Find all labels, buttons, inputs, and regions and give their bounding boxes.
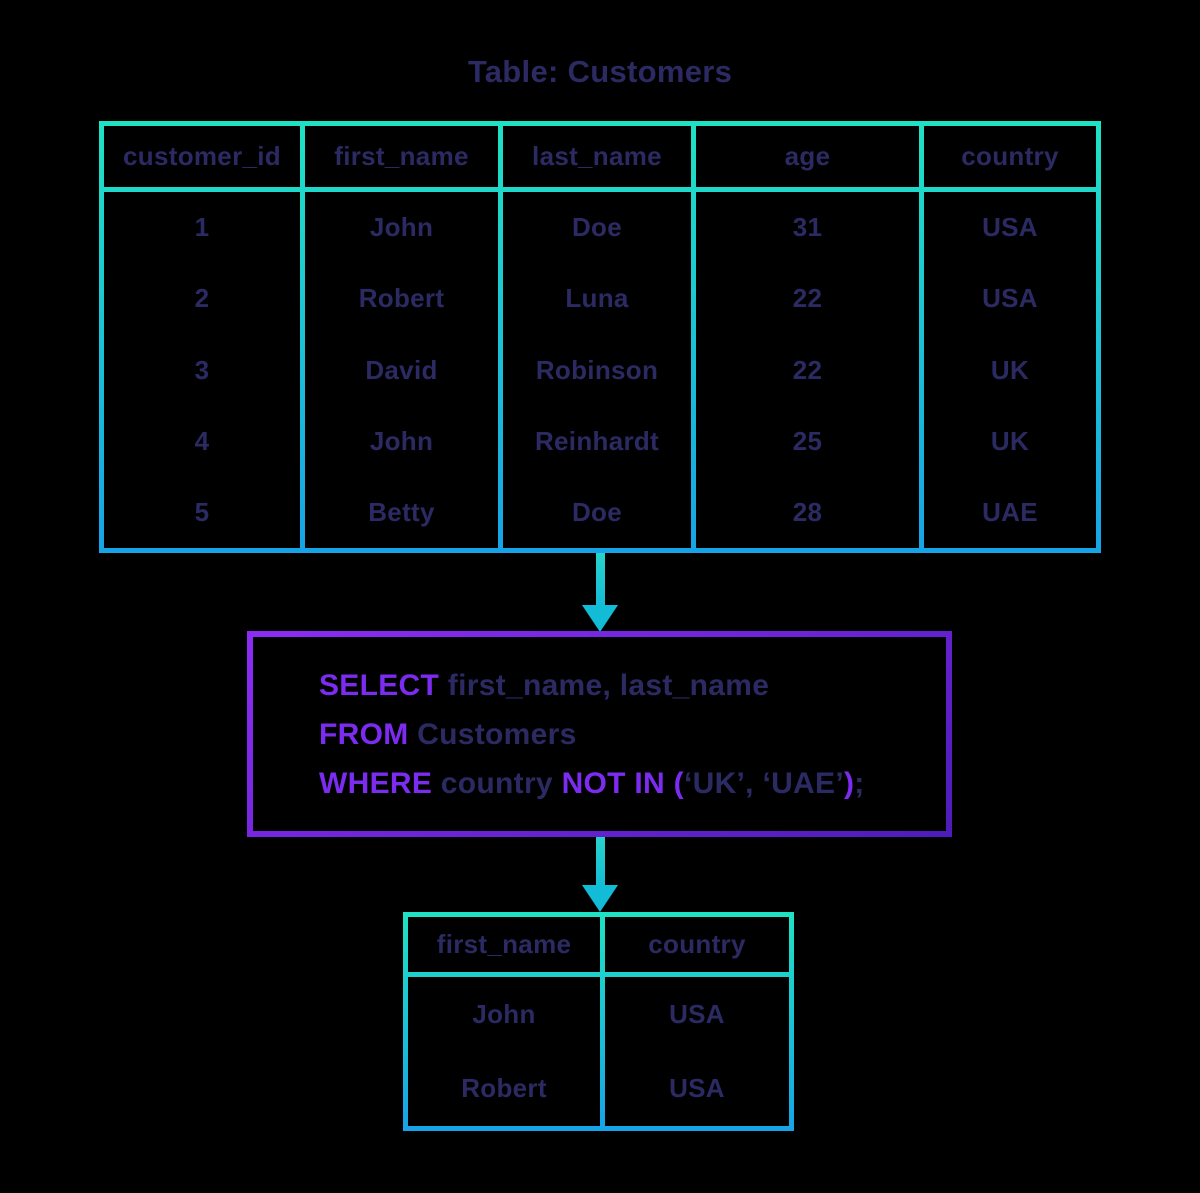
down-arrow-icon (596, 553, 605, 607)
column-age: 31 22 22 25 28 (696, 192, 919, 548)
sql-query-box: SELECT first_name, last_name FROM Custom… (247, 631, 952, 837)
table-cell: UK (990, 354, 1030, 385)
column-header-age: age (696, 126, 919, 187)
column-last-name: Doe Luna Robinson Reinhardt Doe (503, 192, 691, 548)
sql-line-from: FROM Customers (319, 710, 936, 759)
column-first-name: John Robert David John Betty (305, 192, 498, 548)
table-cell: USA (982, 283, 1038, 314)
table-cell: UAE (982, 496, 1038, 527)
down-arrow-icon (582, 885, 618, 912)
table-cell: 1 (194, 212, 210, 243)
table-cell: Robert (461, 1073, 547, 1104)
table-cell: 3 (194, 354, 210, 385)
table-cell: 25 (792, 425, 823, 456)
table-cell: Luna (565, 283, 629, 314)
table-cell: Doe (571, 212, 623, 243)
sql-keyword-from: FROM (319, 718, 409, 751)
sql-from-table: Customers (408, 718, 577, 751)
table-cell: 22 (792, 354, 823, 385)
table-cell: 2 (194, 283, 210, 314)
sql-semicolon: ; (854, 767, 865, 800)
sql-keyword-not-in: NOT IN (561, 767, 666, 800)
table-cell: UK (990, 425, 1030, 456)
table-cell: 22 (792, 283, 823, 314)
sql-in-values: ‘UK’, ‘UAE’ (683, 767, 844, 800)
table-cell: Doe (571, 496, 623, 527)
table-cell: John (369, 212, 434, 243)
column-header-first-name: first_name (305, 126, 498, 187)
down-arrow-icon (596, 837, 605, 887)
page-title: Table: Customers (467, 54, 733, 89)
table-cell: 31 (792, 212, 823, 243)
column-country: USA USA UK UK UAE (924, 192, 1096, 548)
sql-open-paren: ( (665, 767, 684, 800)
sql-close-paren: ) (843, 767, 855, 800)
table-cell: 5 (194, 496, 210, 527)
column-header-country: country (605, 917, 789, 972)
table-cell: Betty (368, 496, 435, 527)
sql-line-where: WHERE country NOT IN (‘UK’, ‘UAE’); (319, 759, 936, 808)
table-cell: David (365, 354, 438, 385)
table-cell: Reinhardt (534, 425, 660, 456)
sql-select-columns: first_name, last_name (439, 669, 770, 702)
column-customer-id: 1 2 3 4 5 (104, 192, 300, 548)
column-header-first-name: first_name (408, 917, 600, 972)
table-cell: USA (982, 212, 1038, 243)
column-header-last-name: last_name (503, 126, 691, 187)
sql-where-column: country (432, 767, 562, 800)
table-cell: John (369, 425, 434, 456)
table-cell: 4 (194, 425, 210, 456)
result-column-first-name: John Robert (408, 977, 600, 1126)
table-cell: Robert (358, 283, 445, 314)
sql-keyword-where: WHERE (319, 767, 433, 800)
result-table: first_name country John Robert USA USA (403, 912, 794, 1131)
column-header-country: country (924, 126, 1096, 187)
table-cell: USA (669, 998, 725, 1029)
table-cell: John (472, 998, 536, 1029)
sql-line-select: SELECT first_name, last_name (319, 661, 936, 710)
down-arrow-icon (582, 605, 618, 632)
table-cell: 28 (792, 496, 823, 527)
sql-keyword-select: SELECT (319, 669, 440, 702)
customers-table: customer_id first_name last_name age cou… (99, 121, 1101, 553)
table-cell: Robinson (535, 354, 659, 385)
column-header-customer-id: customer_id (104, 126, 300, 187)
table-cell: USA (669, 1073, 725, 1104)
result-column-country: USA USA (605, 977, 789, 1126)
